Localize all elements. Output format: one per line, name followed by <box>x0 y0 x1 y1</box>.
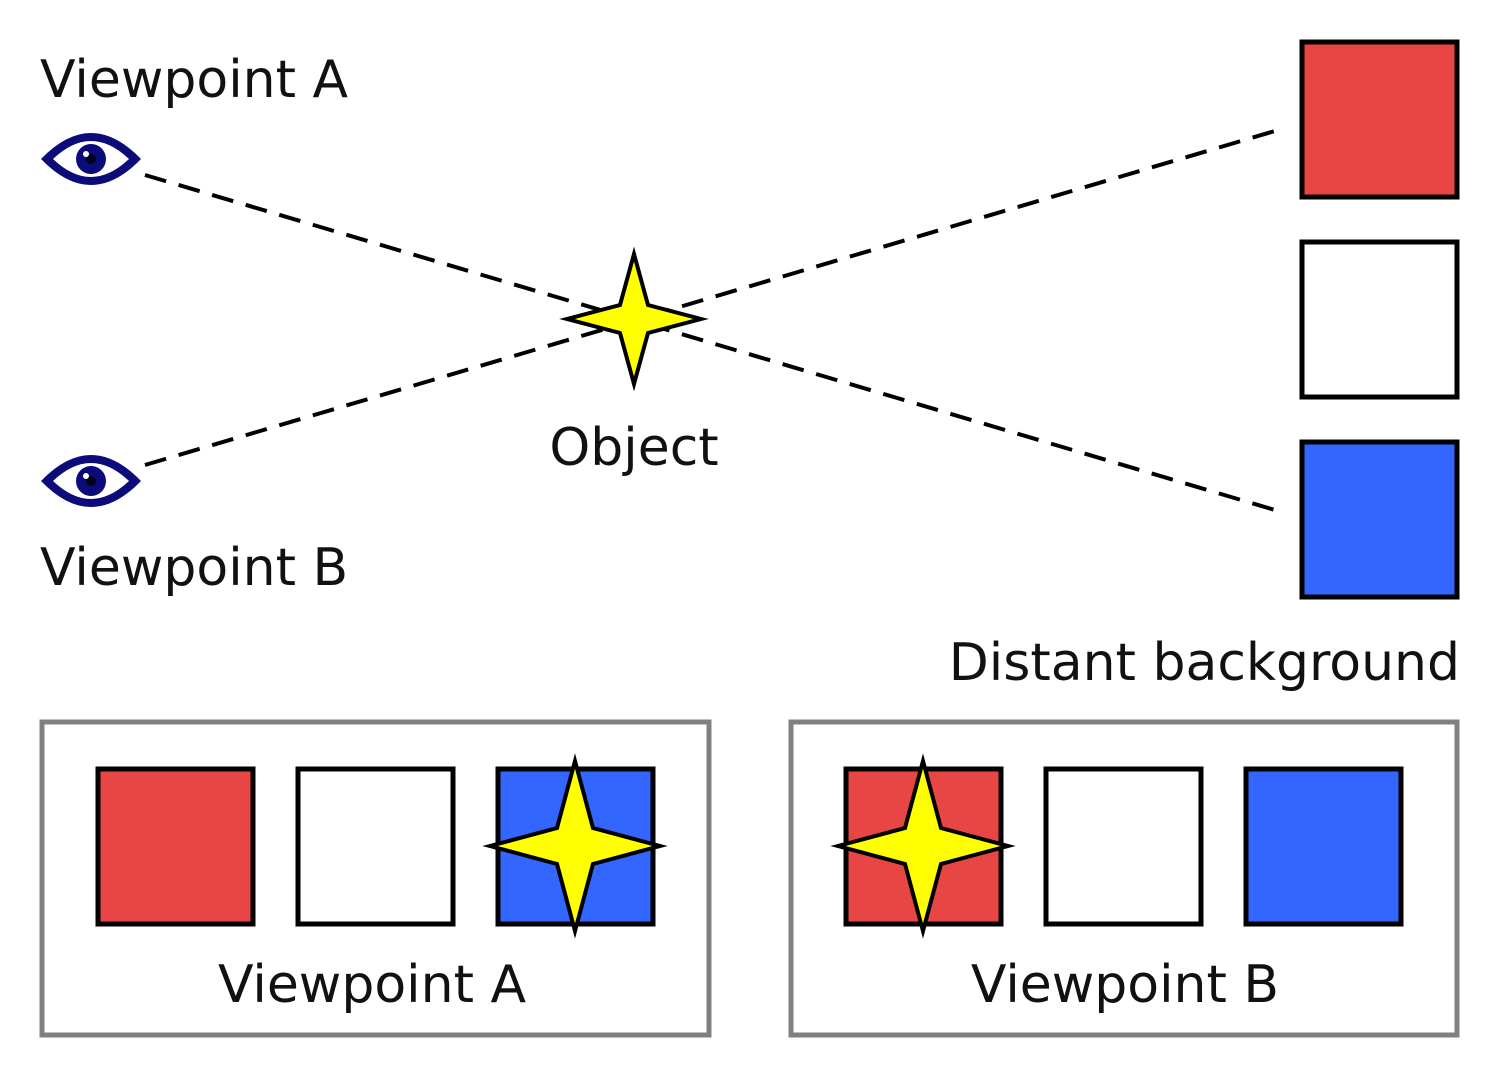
background-square-blue <box>1299 439 1460 600</box>
panel-a-caption: Viewpoint A <box>218 955 527 1015</box>
viewpoint-b-panel: Viewpoint B <box>788 719 1460 1038</box>
panel-b-caption: Viewpoint B <box>971 955 1279 1015</box>
panel-b-square-white <box>1043 766 1204 927</box>
object-star-icon <box>559 246 709 392</box>
sight-line-a <box>144 173 1286 515</box>
eye-icon <box>41 133 141 185</box>
distant-background-label: Distant background <box>949 633 1460 693</box>
viewpoint-a-panel: Viewpoint A <box>39 719 712 1038</box>
panel-b-square-blue <box>1243 766 1404 927</box>
sight-line-b <box>144 126 1286 467</box>
eye-icon <box>41 455 141 507</box>
panel-b-star-icon <box>830 753 1016 939</box>
panel-a-star-icon <box>482 753 668 939</box>
viewpoint-a-label: Viewpoint A <box>40 50 349 110</box>
background-square-red <box>1299 39 1460 200</box>
panel-a-square-white <box>295 766 456 927</box>
panel-a-square-red <box>95 766 256 927</box>
viewpoint-b-label: Viewpoint B <box>40 538 348 598</box>
background-square-white <box>1299 239 1460 400</box>
object-label: Object <box>549 418 718 478</box>
